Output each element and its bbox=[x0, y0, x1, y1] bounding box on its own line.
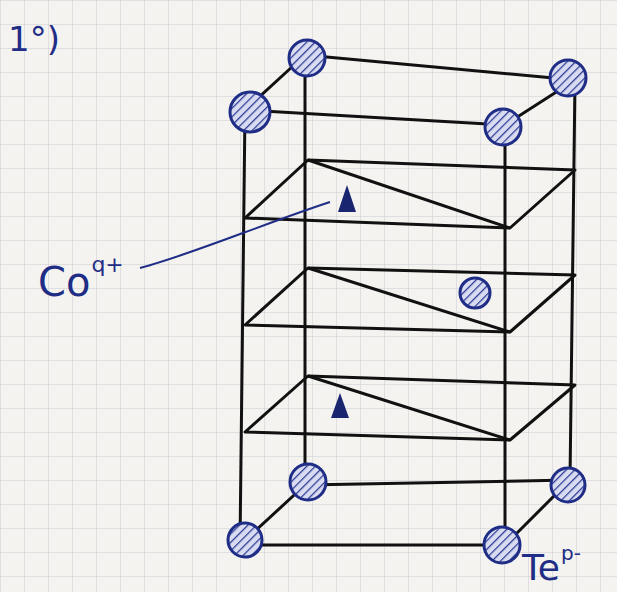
charge-superscript: p- bbox=[561, 543, 581, 563]
ion-label: Te bbox=[522, 550, 560, 586]
question-number: 1°) bbox=[8, 22, 60, 56]
ion-label: Co bbox=[38, 262, 90, 302]
charge-superscript: q+ bbox=[91, 254, 123, 276]
co-ions bbox=[331, 185, 356, 418]
cell-edges bbox=[240, 55, 575, 545]
leader-line bbox=[140, 202, 330, 268]
te-atoms bbox=[228, 40, 586, 563]
